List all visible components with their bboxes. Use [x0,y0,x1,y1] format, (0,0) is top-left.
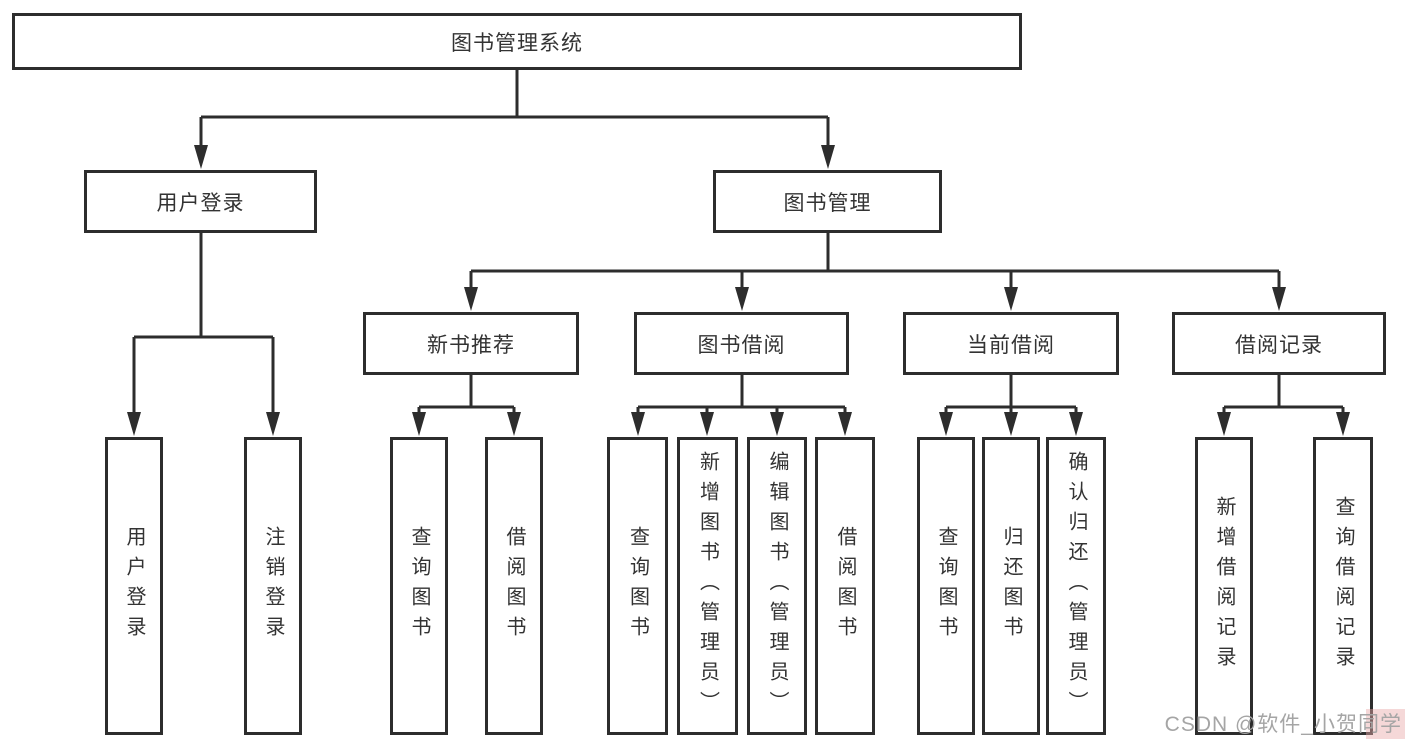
watermark-highlight [1366,709,1405,739]
leaf-borrowing-query-books: 查询图书 [607,437,668,735]
node-new-book-recommendation: 新书推荐 [363,312,579,375]
leaf-logout: 注销登录 [244,437,302,735]
connector-trunks [134,70,1343,409]
leaf-current-return-books: 归还图书 [982,437,1040,735]
leaf-borrowing-edit-books-admin: 编辑图书（管理员） [747,437,807,735]
node-user-login: 用户登录 [84,170,317,233]
watermark: CSDN @软件_小贺同学 [1164,713,1402,736]
leaf-recommend-query-books: 查询图书 [390,437,448,735]
node-library-management-system: 图书管理系统 [12,13,1022,70]
node-current-borrowing: 当前借阅 [903,312,1119,375]
leaf-user-login: 用户登录 [105,437,163,735]
leaf-borrowing-add-books-admin: 新增图书（管理员） [677,437,738,735]
leaf-records-add-borrow-record: 新增借阅记录 [1195,437,1253,735]
leaf-borrowing-borrow-books: 借阅图书 [815,437,875,735]
node-book-management: 图书管理 [713,170,942,233]
node-book-borrowing: 图书借阅 [634,312,849,375]
arrowheads [127,117,1350,436]
leaf-current-query-books: 查询图书 [917,437,975,735]
leaf-current-confirm-return-admin: 确认归还（管理员） [1046,437,1106,735]
node-borrowing-records: 借阅记录 [1172,312,1386,375]
leaf-recommend-borrow-books: 借阅图书 [485,437,543,735]
leaf-records-query-borrow-record: 查询借阅记录 [1313,437,1373,735]
